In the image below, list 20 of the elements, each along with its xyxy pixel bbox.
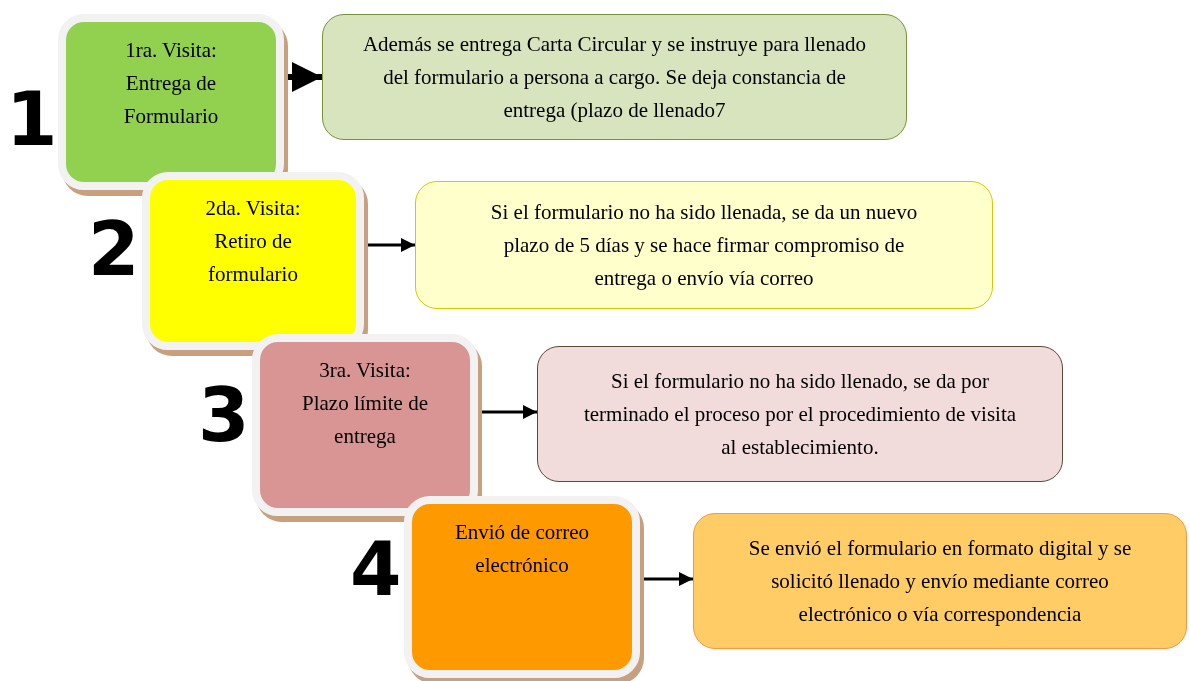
description-text: Se envió el formulario en formato digital y se solicitó llenado y envío mediante correo electrónico o vía correspondencia [747, 534, 1133, 628]
description-text: Si el formulario no ha sido llenado, se da por terminado el proceso por el procedimiento de visita al establecimiento. [582, 367, 1018, 461]
step-number: 2 [88, 212, 140, 286]
step-title: 3ra. Visita: Plazo límite de entrega [301, 357, 429, 450]
arrow [286, 62, 322, 92]
arrow [366, 238, 415, 252]
step-title: 1ra. Visita: Entrega de Formulario [122, 37, 220, 130]
arrow [480, 405, 537, 419]
arrow [642, 572, 693, 586]
description-text: Además se entrega Carta Circular y se instruye para llenado del formulario a persona a cargo. Se deja constancia de entrega (plazo de llenado7 [361, 30, 868, 124]
step-number: 4 [350, 532, 402, 606]
step-number: 1 [6, 82, 58, 156]
description-box [537, 346, 1063, 482]
step-title: Envió de correo electrónico [453, 519, 591, 579]
description-box [415, 181, 993, 309]
step-number: 3 [198, 378, 250, 452]
description-box [322, 14, 907, 140]
description-box [693, 513, 1187, 649]
description-text: Si el formulario no ha sido llenada, se da un nuevo plazo de 5 días y se hace firmar compromiso de entrega o envío vía correo [489, 198, 919, 292]
step-title: 2da. Visita: Retiro de formulario [204, 195, 302, 288]
